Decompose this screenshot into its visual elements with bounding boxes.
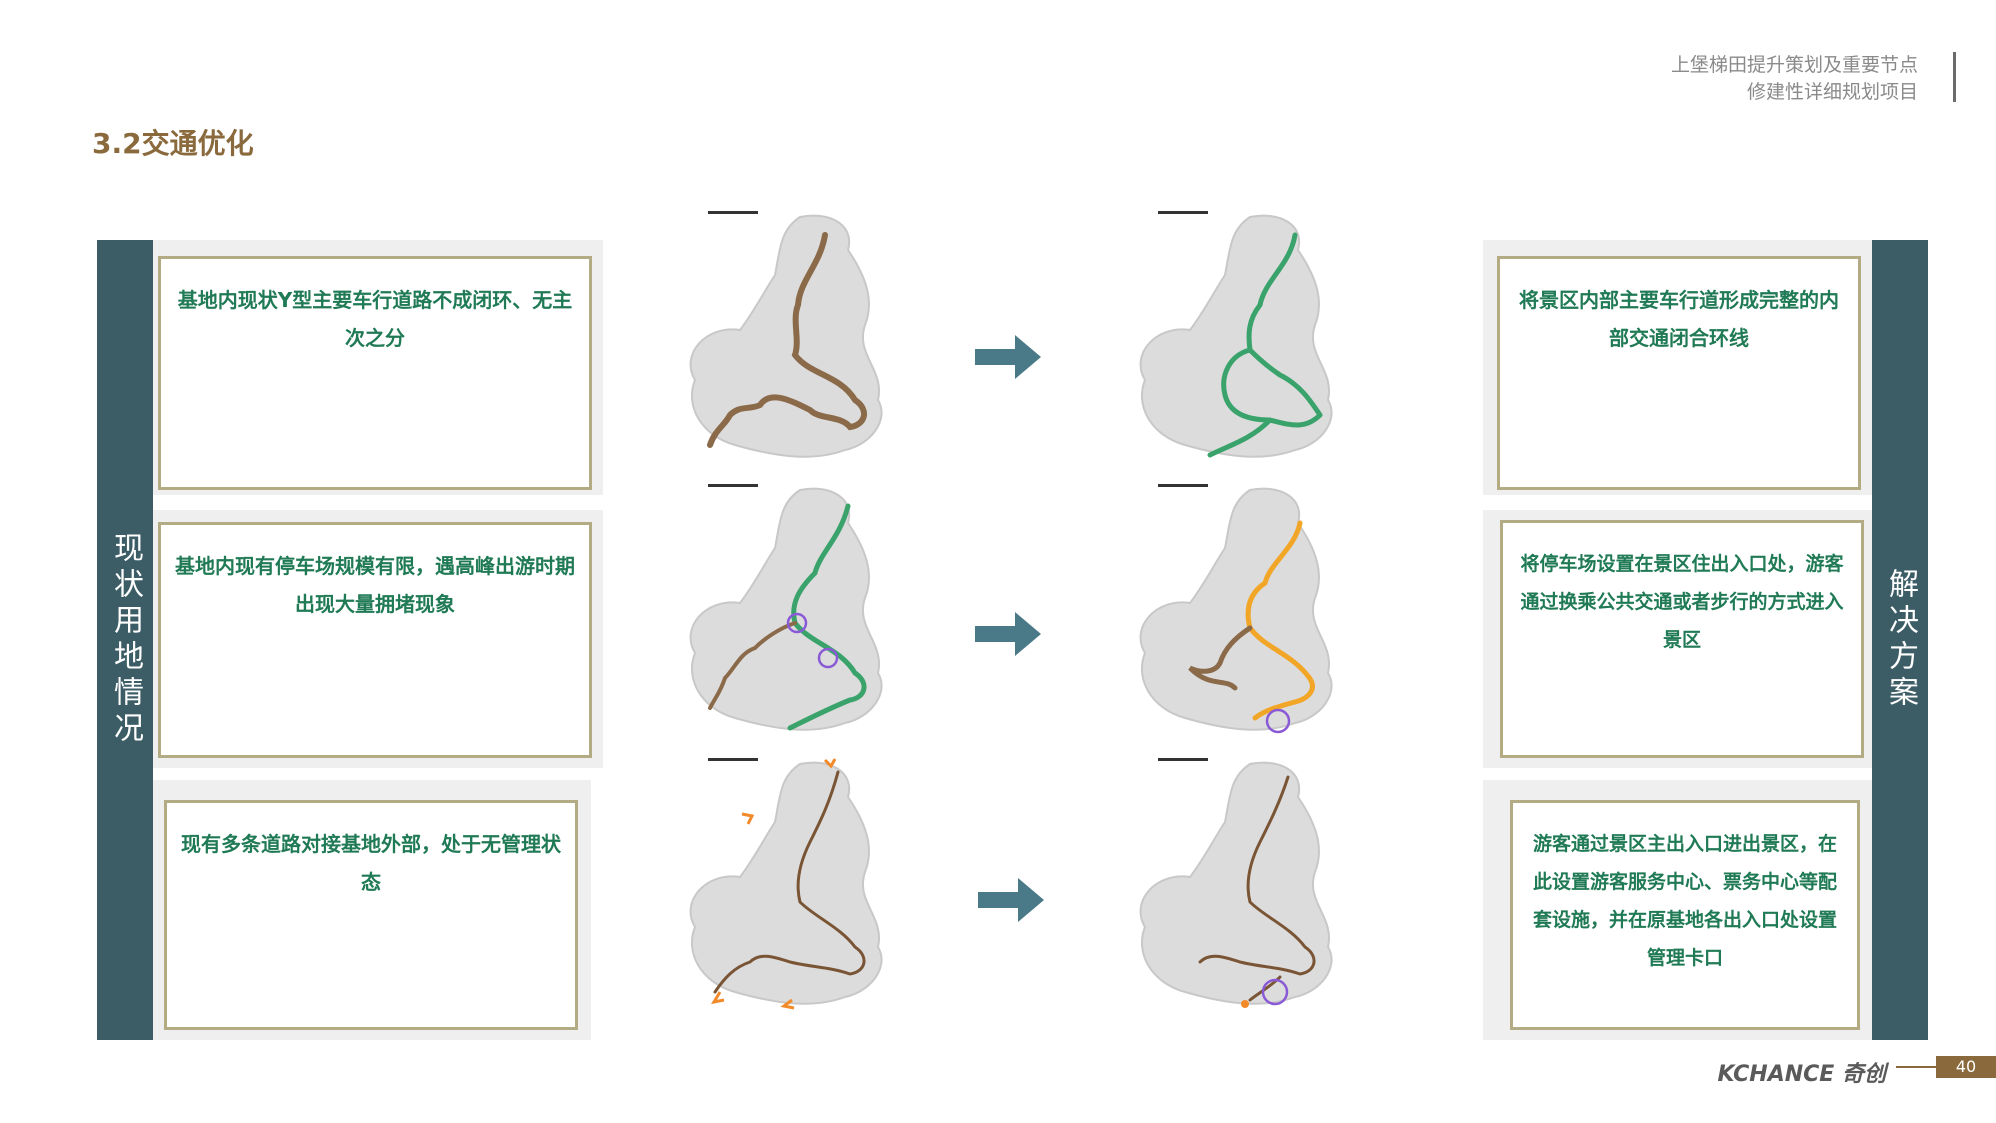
entry-arrow-icon <box>710 991 725 1005</box>
arrow-right-icon <box>975 612 1041 656</box>
map-current-entrances <box>689 758 883 1010</box>
project-title: 上堡梯田提升策划及重要节点 修建性详细规划项目 <box>1671 52 1936 106</box>
problem-card-1: 基地内现状Y型主要车行道路不成闭环、无主次之分 <box>158 256 592 490</box>
terrain-shape <box>689 761 883 1005</box>
map-solution-loop <box>1139 211 1333 458</box>
problem-text-1: 基地内现状Y型主要车行道路不成闭环、无主次之分 <box>177 288 573 350</box>
solution-card-2: 将停车场设置在景区住出入口处，游客通过换乘公共交通或者步行的方式进入景区 <box>1500 520 1864 758</box>
road-line <box>713 770 866 994</box>
map-current-roads <box>689 211 883 458</box>
entry-arrow-icon <box>780 998 795 1010</box>
arrow-right-icon <box>975 335 1041 379</box>
project-title-line2: 修建性详细规划项目 <box>1746 81 1918 103</box>
map-solution-parking <box>1139 484 1333 734</box>
arrow-right-icon <box>978 878 1044 922</box>
terrain-shape <box>1139 487 1333 731</box>
page-number: 40 <box>1936 1056 1996 1078</box>
road-line <box>707 232 867 448</box>
parking-marker-icon <box>817 647 839 669</box>
problem-text-2: 基地内现有停车场规模有限，遇高峰出游时期出现大量拥堵现象 <box>175 554 575 616</box>
road-loop <box>1207 232 1323 458</box>
map-current-parking <box>689 484 883 731</box>
map-solution-checkpoints <box>1139 758 1333 1008</box>
left-band: 现状用地情况 <box>97 240 153 1040</box>
entry-arrow-icon <box>823 758 837 769</box>
project-title-line1: 上堡梯田提升策划及重要节点 <box>1670 54 1918 76</box>
scale-bar <box>708 484 758 487</box>
page-number-rule <box>1896 1066 1936 1068</box>
right-band-label: 解决方案 <box>1883 568 1918 712</box>
header-divider <box>1953 52 1956 102</box>
road-line-orange <box>1245 520 1315 721</box>
terrain-shape <box>1139 214 1333 458</box>
right-band: 解决方案 <box>1872 240 1928 1040</box>
solution-text-3: 游客通过景区主出入口进出景区，在此设置游客服务中心、票务中心等配套设施，并在原基… <box>1532 833 1837 969</box>
left-band-label: 现状用地情况 <box>108 532 143 748</box>
checkpoint-icon <box>1241 1000 1249 1008</box>
scale-bar <box>1158 758 1208 761</box>
solution-text-2: 将停车场设置在景区住出入口处，游客通过换乘公共交通或者步行的方式进入景区 <box>1520 553 1844 651</box>
problem-text-3: 现有多条道路对接基地外部，处于无管理状态 <box>181 832 561 894</box>
parking-marker-icon <box>1265 708 1291 734</box>
terrain-shape <box>689 214 883 458</box>
solution-card-3: 游客通过景区主出入口进出景区，在此设置游客服务中心、票务中心等配套设施，并在原基… <box>1510 800 1860 1030</box>
problem-card-2: 基地内现有停车场规模有限，遇高峰出游时期出现大量拥堵现象 <box>158 522 592 758</box>
problem-card-3: 现有多条道路对接基地外部，处于无管理状态 <box>164 800 578 1030</box>
company-logo: KCHANCE 奇创 <box>1717 1062 1886 1087</box>
road-line-brown <box>1188 625 1253 691</box>
scale-bar <box>1158 211 1208 214</box>
scale-bar <box>1158 484 1208 487</box>
road-line-green <box>787 503 867 731</box>
section-title: 3.2交通优化 <box>92 127 254 160</box>
terrain-shape <box>1139 761 1333 1005</box>
entry-arrow-icon <box>741 812 755 825</box>
parking-marker-icon <box>786 612 808 634</box>
scale-bar <box>708 211 758 214</box>
road-line-brown <box>708 621 797 710</box>
solution-text-1: 将景区内部主要车行道形成完整的内部交通闭合环线 <box>1519 288 1839 350</box>
solution-card-1: 将景区内部主要车行道形成完整的内部交通闭合环线 <box>1497 256 1861 490</box>
scale-bar <box>708 758 758 761</box>
main-entrance-marker-icon <box>1261 978 1289 1006</box>
